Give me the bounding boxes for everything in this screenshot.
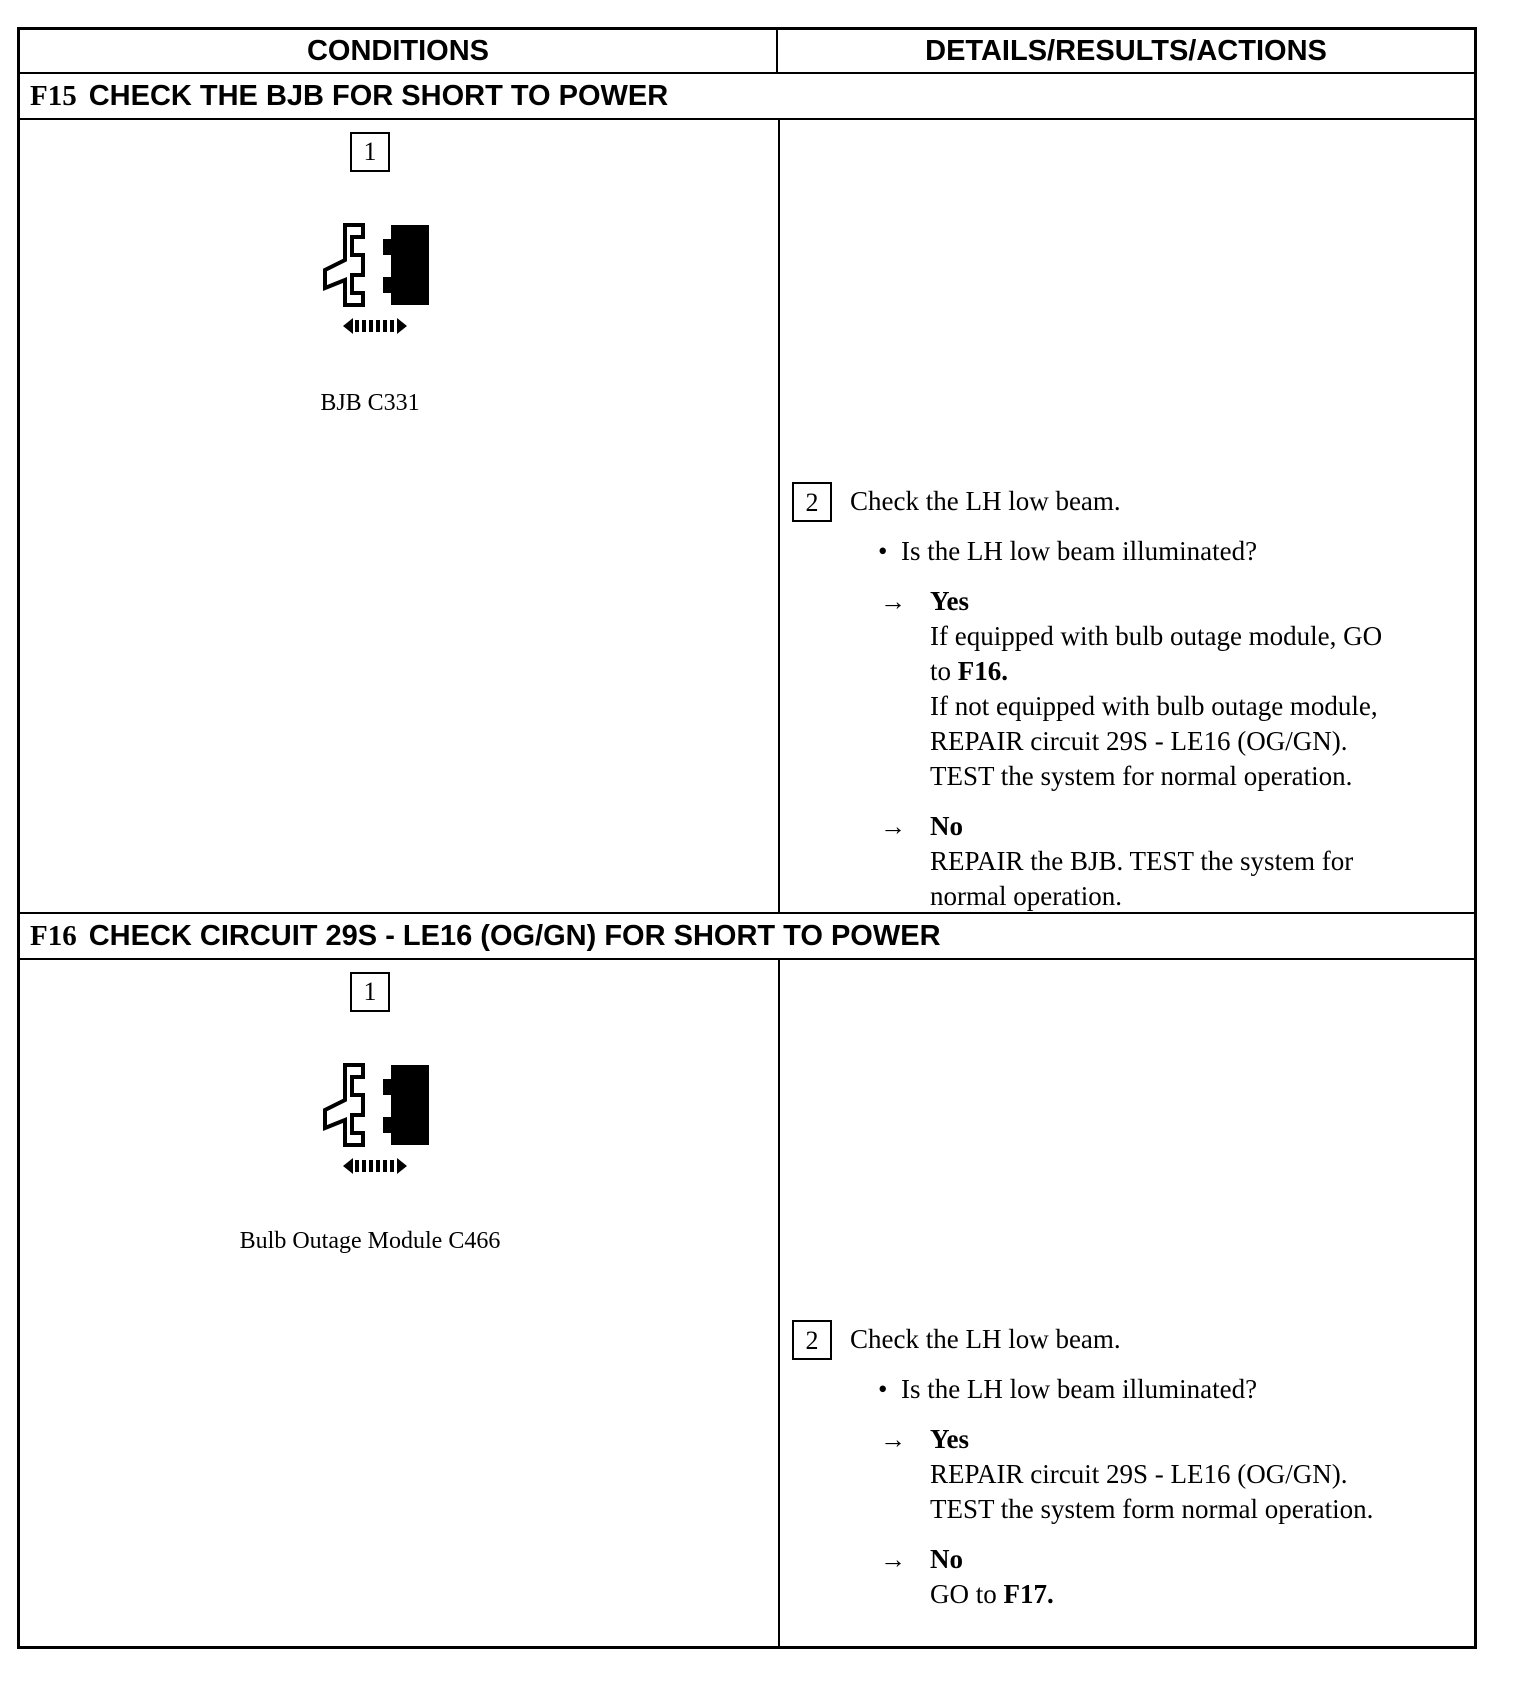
conditions-header: CONDITIONS [20, 30, 778, 72]
yes-text-line: REPAIR circuit 29S - LE16 (OG/GN). [930, 1459, 1348, 1489]
question: • Is the LH low beam illuminated? [878, 536, 1258, 566]
yes-text-line: REPAIR circuit 29S - LE16 (OG/GN). [930, 726, 1348, 756]
section-code: F16 [30, 919, 77, 952]
connector-caption: Bulb Outage Module C466 [239, 1228, 501, 1254]
yes-text-line: If not equipped with bulb outage module, [930, 691, 1378, 721]
no-text-line: GO to F17. [930, 1579, 1054, 1609]
yes-text-line: TEST the system form normal operation. [930, 1494, 1374, 1524]
connector-disconnect-icon [323, 223, 429, 334]
yes-text-line: If equipped with bulb outage module, GO [930, 621, 1383, 651]
no-text-line: normal operation. [930, 881, 1122, 911]
section-body-f15: 1 BJB C331 2 Check the LH low beam. • Is… [20, 120, 1474, 914]
no-text-line: REPAIR the BJB. TEST the system for [930, 846, 1354, 876]
column-divider [778, 960, 780, 1646]
diagnostic-table: CONDITIONS DETAILS/RESULTS/ACTIONS F15 C… [17, 27, 1477, 1649]
section-title-f15: F15 CHECK THE BJB FOR SHORT TO POWER [20, 74, 1474, 120]
check-instruction: Check the LH low beam. [850, 486, 1121, 516]
right-arrow-icon: → [880, 587, 906, 616]
section-title-text: CHECK THE BJB FOR SHORT TO POWER [88, 79, 669, 112]
step-reference: F16. [957, 656, 1009, 686]
step-2-box: 2 [792, 482, 832, 522]
section-code: F15 [30, 79, 77, 112]
yes-text-line: to F16. [930, 656, 1009, 686]
step-2-details: 2 Check the LH low beam. • Is the LH low… [792, 482, 1472, 912]
right-arrow-icon: → [880, 1425, 906, 1454]
yes-text-line: TEST the system for normal operation. [930, 761, 1353, 791]
yes-label: Yes [930, 586, 969, 616]
step-1-box: 1 [350, 972, 390, 1012]
step-1-box: 1 [350, 132, 390, 172]
connector-caption: BJB C331 [320, 390, 420, 416]
connector-disconnect-icon [323, 1063, 429, 1174]
step-reference: F17. [1003, 1579, 1054, 1609]
step-2-box: 2 [792, 1320, 832, 1360]
check-instruction: Check the LH low beam. [850, 1324, 1121, 1354]
table-header: CONDITIONS DETAILS/RESULTS/ACTIONS [20, 30, 1474, 74]
step-2-details: 2 Check the LH low beam. • Is the LH low… [792, 1320, 1472, 1640]
right-arrow-icon: → [880, 1545, 906, 1574]
section-title-text: CHECK CIRCUIT 29S - LE16 (OG/GN) FOR SHO… [88, 919, 941, 952]
column-divider [778, 120, 780, 912]
section-body-f16: 1 Bulb Outage Module C466 2 Check the LH… [20, 960, 1474, 1646]
right-arrow-icon: → [880, 812, 906, 841]
details-header: DETAILS/RESULTS/ACTIONS [925, 34, 1327, 67]
section-title-f16: F16 CHECK CIRCUIT 29S - LE16 (OG/GN) FOR… [20, 914, 1474, 960]
no-label: No [930, 811, 963, 841]
no-label: No [930, 1544, 963, 1574]
question: • Is the LH low beam illuminated? [878, 1374, 1258, 1404]
yes-label: Yes [930, 1424, 969, 1454]
